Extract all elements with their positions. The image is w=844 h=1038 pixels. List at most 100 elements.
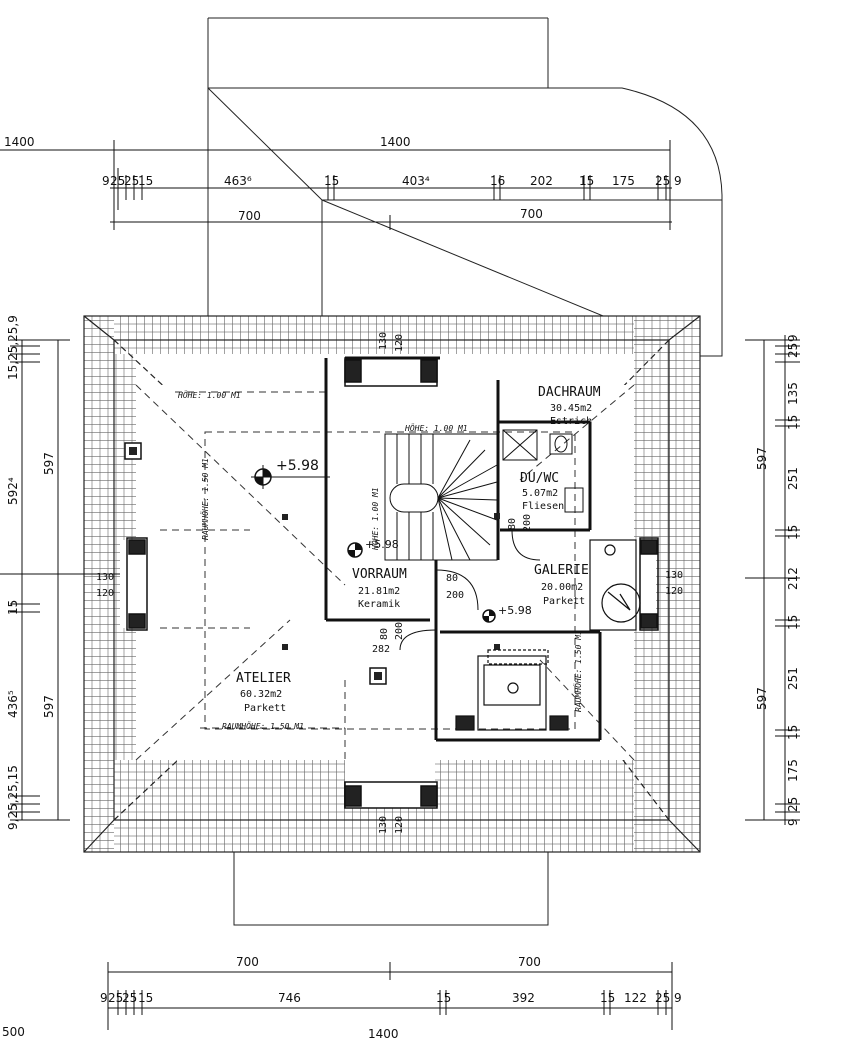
dim-top-seg: 16 bbox=[490, 174, 505, 188]
dim-top-seg: 403⁴ bbox=[402, 174, 430, 188]
dim-top-seg: 15 bbox=[324, 174, 339, 188]
room-vorraum-floor: Keramik bbox=[358, 599, 400, 610]
dim-top-seg: 202 bbox=[530, 174, 553, 188]
dim-right-inner: 15 bbox=[786, 525, 800, 540]
dim-bottom-half-right: 700 bbox=[518, 955, 541, 969]
room-atelier-name: ATELIER bbox=[236, 671, 291, 686]
dim-left-top-ticks: 15,25,25,9 bbox=[6, 315, 20, 380]
room-galerie-note: RAUMHÖHE: 1.50 M1 bbox=[573, 630, 583, 712]
dim-right-inner: 25 bbox=[786, 343, 800, 358]
dim-bottom-seg: 122 bbox=[624, 991, 647, 1005]
dim-right-outer-top: 597 bbox=[755, 447, 769, 470]
level-marker-galerie bbox=[482, 609, 496, 623]
walls bbox=[324, 356, 602, 742]
dim-right-bay-1: 130 bbox=[665, 570, 683, 581]
level-stair: +5.98 bbox=[365, 538, 399, 551]
dim-bottom-seg: 15 bbox=[600, 991, 615, 1005]
note-raumhoehe-vertical: RAUMHÖHE: 1.50 M1 bbox=[200, 458, 210, 540]
room-galerie-floor: Parkett bbox=[543, 596, 585, 607]
dim-top-half-left: 700 bbox=[238, 209, 261, 223]
room-dachraum-area: 30.45m2 bbox=[550, 403, 592, 414]
dim-top-seg: 25 bbox=[124, 174, 139, 188]
dim-bottom-seg: 392 bbox=[512, 991, 535, 1005]
room-atelier-floor: Parkett bbox=[244, 703, 286, 714]
bottom-segment-labels: 9 25 25 15 746 15 392 15 122 25 9 bbox=[100, 991, 682, 1005]
level-marker-stair bbox=[347, 542, 363, 558]
dim-bottom-seg: 15 bbox=[138, 991, 153, 1005]
dim-top-seg: 9 bbox=[102, 174, 110, 188]
room-galerie: GALERIE 20.00m2 Parkett RAUMHÖHE: 1.50 M… bbox=[534, 563, 589, 712]
level-main: +5.98 bbox=[276, 458, 319, 474]
dim-left-bay-2: 120 bbox=[96, 588, 114, 599]
dim-left-inner-top: 592⁴ bbox=[6, 477, 20, 505]
note-hoehe-stair: HÖHE: 1.00 M1 bbox=[404, 423, 468, 433]
dim-top-seg: 15 bbox=[138, 174, 153, 188]
room-duwc: DU/WC 5.07m2 Fliesen bbox=[520, 471, 564, 512]
dim-bottom-seg: 9 bbox=[100, 991, 108, 1005]
dim-bottom-seg: 9 bbox=[674, 991, 682, 1005]
dim-top-total-left: 1400 bbox=[4, 135, 35, 149]
dim-top-bay-2: 130 bbox=[378, 332, 389, 350]
dim-top-bay-1: 120 bbox=[394, 334, 405, 352]
dim-right-inner: 251 bbox=[786, 467, 800, 490]
dim-right-inner: 25 bbox=[786, 797, 800, 812]
door-vorraum-w: 80 bbox=[446, 573, 458, 584]
dim-right-bay-2: 120 bbox=[665, 586, 683, 597]
dim-right-inner: 9 bbox=[786, 334, 800, 342]
room-dachraum: DACHRAUM 30.45m2 Estrich bbox=[538, 385, 601, 427]
dim-bottom-seg: 746 bbox=[278, 991, 301, 1005]
top-segment-labels: 9 25 25 15 463⁶ 15 403⁴ 16 202 15 175 25… bbox=[102, 174, 682, 188]
top-ticks bbox=[117, 168, 667, 1015]
lower-outline bbox=[233, 852, 549, 926]
room-vorraum-area: 21.81m2 bbox=[358, 586, 400, 597]
room-atelier-area: 60.32m2 bbox=[240, 689, 282, 700]
room-duwc-area: 5.07m2 bbox=[522, 488, 558, 499]
dim-bottom-bay-2: 120 bbox=[394, 816, 405, 834]
level-galerie: +5.98 bbox=[498, 604, 532, 617]
dim-top-seg: 175 bbox=[612, 174, 635, 188]
dim-top-total: 1400 bbox=[380, 135, 411, 149]
dim-left-outer-bottom: 597 bbox=[42, 695, 56, 718]
room-duwc-floor: Fliesen bbox=[522, 501, 564, 512]
staircase bbox=[384, 433, 498, 561]
room-dachraum-floor: Estrich bbox=[550, 416, 592, 427]
dim-right-inner: 212 bbox=[786, 567, 800, 590]
dim-top-half-right: 700 bbox=[520, 207, 543, 221]
room-atelier-note: RAUMHÖHE: 1.50 M1 bbox=[222, 721, 304, 731]
dim-left-bottom-ticks: 9,25,25,15 bbox=[6, 765, 20, 830]
door-atelier-h: 200 bbox=[394, 622, 405, 640]
door-atelier-w: 80 bbox=[379, 628, 390, 640]
left-dims: 597 15 597 592⁴ 436⁵ 15,25,25,9 9,25,25,… bbox=[6, 315, 56, 830]
room-vorraum-name: VORRAUM bbox=[352, 567, 407, 582]
dashed-lines bbox=[135, 384, 635, 761]
dim-bottom-seg: 15 bbox=[436, 991, 451, 1005]
dim-top-seg: 25 bbox=[110, 174, 125, 188]
dim-bottom-total: 1400 bbox=[368, 1027, 399, 1038]
dim-bottom-seg: 25 bbox=[122, 991, 137, 1005]
dim-right-inner: 15 bbox=[786, 615, 800, 630]
dim-right-outer-bottom: 597 bbox=[755, 687, 769, 710]
room-galerie-area: 20.00m2 bbox=[541, 582, 583, 593]
dim-top-seg: 463⁶ bbox=[224, 174, 252, 188]
door-wc-h: 200 bbox=[522, 514, 533, 532]
dim-right-inner: 15 bbox=[786, 725, 800, 740]
dim-bottom-bay-1: 130 bbox=[378, 816, 389, 834]
dim-left-bay-1: 130 bbox=[96, 572, 114, 583]
dim-right-inner: 9 bbox=[786, 818, 800, 826]
galerie-furniture bbox=[589, 539, 641, 631]
door-swings bbox=[399, 529, 541, 651]
door-vorraum-h: 200 bbox=[446, 590, 464, 601]
dim-right-inner: 251 bbox=[786, 667, 800, 690]
vorraum-width: 282 bbox=[372, 644, 390, 655]
room-dachraum-name: DACHRAUM bbox=[538, 385, 601, 400]
note-hoehe-atelier: HÖHE: 1.00 M1 bbox=[177, 390, 241, 400]
room-vorraum: VORRAUM 21.81m2 Keramik bbox=[352, 567, 407, 610]
right-ticks bbox=[10, 345, 800, 813]
dim-left-inner-bottom: 436⁵ bbox=[6, 690, 20, 718]
dim-top-seg: 25 bbox=[655, 174, 670, 188]
room-galerie-name: GALERIE bbox=[534, 563, 589, 578]
dim-top-seg: 15 bbox=[579, 174, 594, 188]
note-hoehe-vertical: HÖHE: 1.00 M1 bbox=[370, 487, 380, 551]
dim-bottom-seg: 25 bbox=[108, 991, 123, 1005]
dim-right-inner: 15 bbox=[786, 415, 800, 430]
